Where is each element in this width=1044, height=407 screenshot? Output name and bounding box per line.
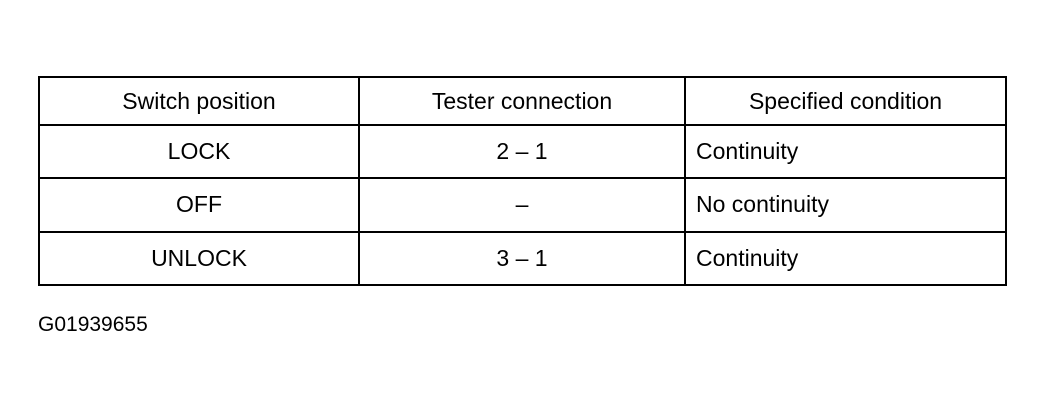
specified-condition-cell: Continuity	[684, 230, 1007, 287]
header-tester-connection: Tester connection	[358, 76, 686, 126]
figure-id: G01939655	[38, 313, 148, 336]
switch-position-cell: UNLOCK	[38, 230, 360, 287]
header-specified-condition: Specified condition	[684, 76, 1007, 126]
switch-position-cell: OFF	[38, 177, 360, 233]
switch-position-cell: LOCK	[38, 123, 360, 180]
tester-connection-cell: 3 – 1	[358, 230, 686, 287]
table-row: LOCK 2 – 1 Continuity	[38, 123, 1007, 180]
tester-connection-cell: 2 – 1	[358, 123, 686, 180]
specified-condition-cell: No continuity	[684, 177, 1007, 233]
tester-connection-cell: –	[358, 177, 686, 233]
header-switch-position: Switch position	[38, 76, 360, 126]
table-row: UNLOCK 3 – 1 Continuity	[38, 230, 1007, 287]
table-row: OFF – No continuity	[38, 177, 1007, 233]
table-header-row: Switch position Tester connection Specif…	[38, 76, 1007, 126]
specified-condition-cell: Continuity	[684, 123, 1007, 180]
switch-continuity-table: Switch position Tester connection Specif…	[38, 76, 1007, 287]
